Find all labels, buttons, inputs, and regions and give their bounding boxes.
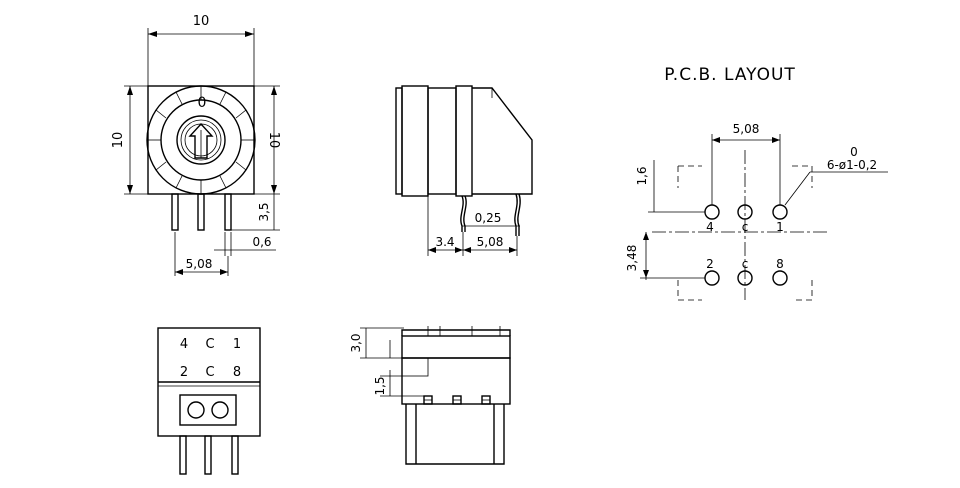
pcb-row-spacing-dim: 3,48 <box>625 245 639 272</box>
front-width-dim: 10 <box>193 14 210 29</box>
dial-zero-label: 0 <box>198 95 207 111</box>
rear-lower-dim: 1,5 <box>373 376 387 395</box>
pin-pitch-dim: 5,08 <box>186 257 213 271</box>
rear-view: 3,0 1,5 <box>349 326 511 465</box>
bottom-view: 4 C 1 2 C 8 <box>157 327 261 475</box>
bottom-bottom-label-1: 2 <box>180 365 188 380</box>
pcb-offset-dim: 1,6 <box>635 166 649 185</box>
pin-width-dim: 0,6 <box>252 235 271 249</box>
pcb-layout: P.C.B. LAYOUT 4 c 1 2 c 8 5,08 0 6-ø1-0,… <box>625 65 888 301</box>
bottom-top-label-1: 4 <box>180 337 188 352</box>
pcb-top-label-1: 4 <box>706 220 714 234</box>
front-view: 10 0 10 <box>111 14 281 276</box>
side-view: 0,25 3.4 5,08 <box>395 85 533 256</box>
pcb-top-label-3: 1 <box>776 220 784 234</box>
bottom-bottom-label-2: C <box>205 365 214 380</box>
bottom-top-label-2: C <box>205 337 214 352</box>
pin-length-dim: 3,5 <box>257 202 271 221</box>
bottom-top-label-3: 1 <box>233 337 241 352</box>
pcb-pitch-dim: 5,08 <box>733 122 760 136</box>
front-height-dim-right: 10 <box>266 132 281 149</box>
front-height-dim-left: 10 <box>111 132 126 149</box>
side-pitch-dim: 5,08 <box>477 235 504 249</box>
bottom-bottom-label-3: 8 <box>233 365 241 380</box>
pcb-top-label-2: c <box>742 220 749 234</box>
pcb-bottom-label-1: 2 <box>706 257 714 271</box>
pcb-bottom-label-2: c <box>742 257 749 271</box>
pcb-hole-tolerance: 0 <box>850 145 858 159</box>
pcb-layout-title: P.C.B. LAYOUT <box>664 65 796 85</box>
pin-thickness-dim: 0,25 <box>475 211 502 225</box>
rear-upper-dim: 3,0 <box>349 333 363 352</box>
pcb-bottom-label-3: 8 <box>776 257 784 271</box>
pcb-hole-spec: 6-ø1-0,2 <box>827 158 877 172</box>
dial-segments <box>147 86 255 194</box>
side-offset-dim: 3.4 <box>435 235 454 249</box>
